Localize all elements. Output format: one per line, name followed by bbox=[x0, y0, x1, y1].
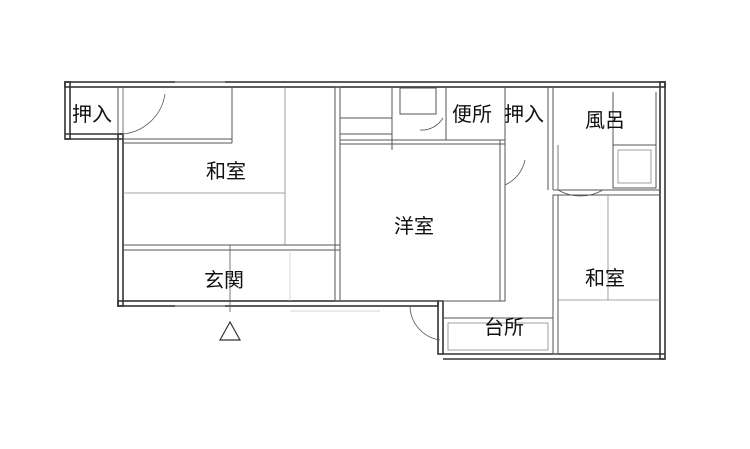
triangle-icon bbox=[218, 320, 242, 341]
outer-walls bbox=[64, 81, 666, 360]
door-swings bbox=[122, 87, 604, 341]
label-benjo: 便所 bbox=[452, 102, 492, 126]
interior-walls bbox=[117, 86, 660, 355]
label-daidokoro: 台所 bbox=[484, 315, 524, 339]
window-lines bbox=[175, 81, 380, 312]
label-oshiire-left: 押入 bbox=[72, 102, 112, 126]
entrance-marker bbox=[218, 245, 242, 341]
label-genkan: 玄関 bbox=[204, 268, 244, 292]
label-furo: 風呂 bbox=[585, 108, 625, 132]
label-washitsu-left: 和室 bbox=[206, 159, 246, 183]
label-yoshitsu: 洋室 bbox=[394, 214, 434, 238]
label-washitsu-right: 和室 bbox=[585, 266, 625, 290]
room-labels: 押入 和室 玄関 便所 押入 洋室 風呂 和室 台所 bbox=[72, 102, 625, 339]
label-oshiire-center: 押入 bbox=[504, 102, 544, 126]
